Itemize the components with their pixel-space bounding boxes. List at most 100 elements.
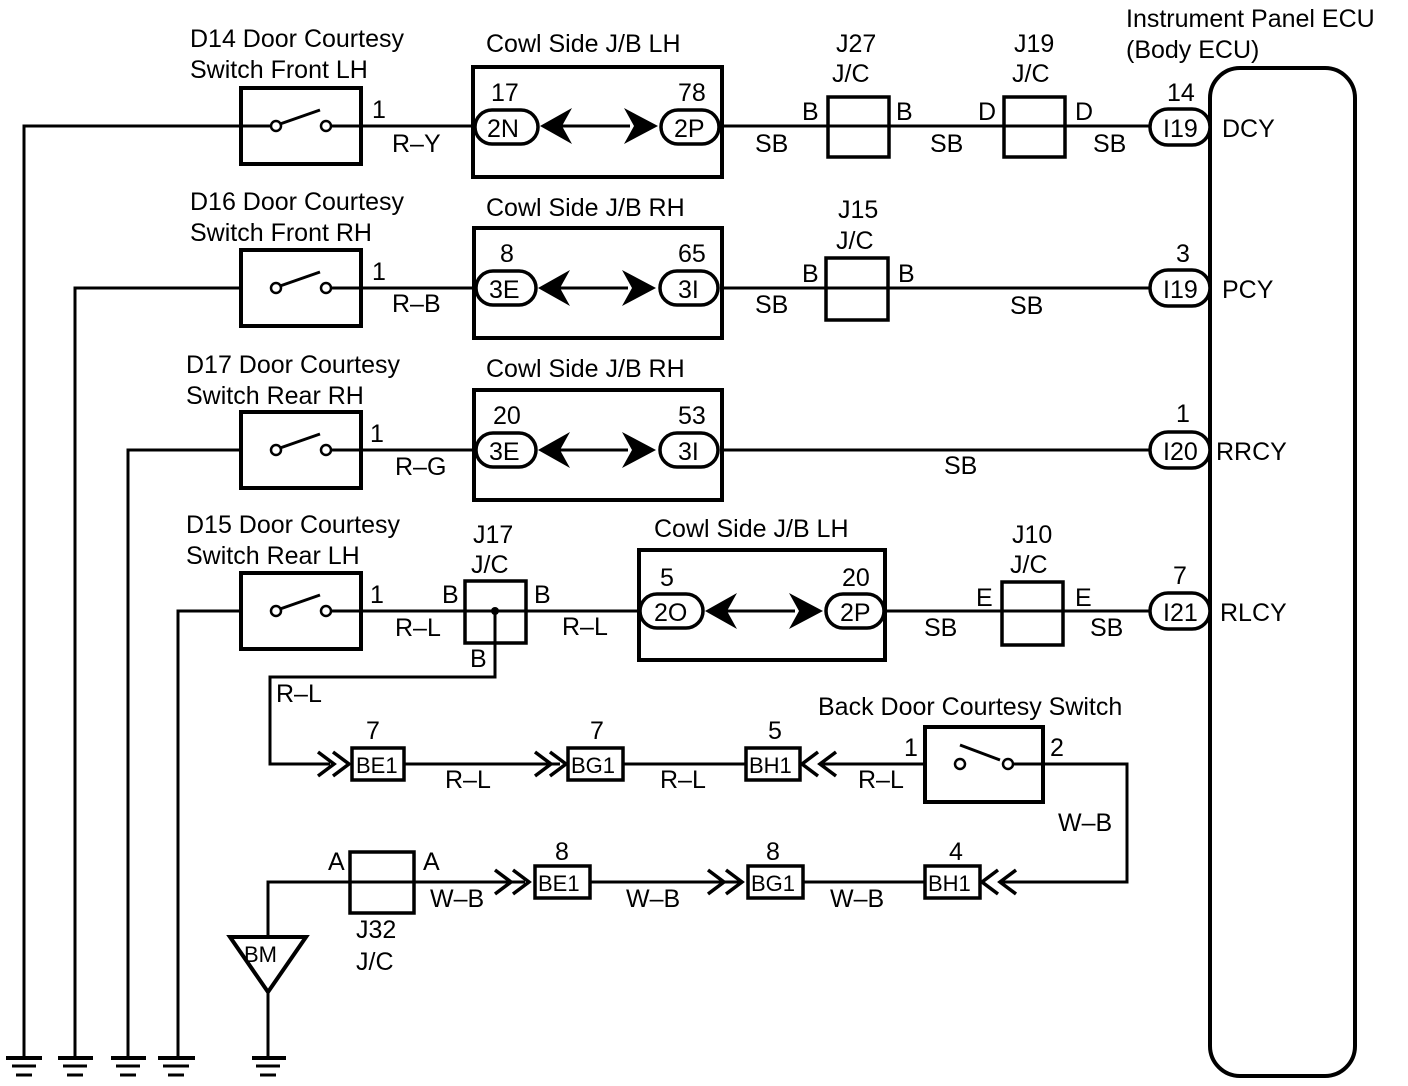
back-door-circuit: 7 BE1 R–L 7 BG1 R–L 5 BH1 R–L Back Door … — [226, 693, 1129, 1058]
connector-chevron-icon — [533, 750, 569, 778]
j32-box — [348, 850, 416, 915]
ecu-signal-rrcy: RRCY — [1216, 438, 1287, 466]
ecu-pin-number: 7 — [1173, 562, 1187, 590]
jb-1-out-conn: 2P — [674, 115, 705, 143]
jb-4-in-connector — [638, 592, 705, 630]
be1-top-label: BE1 — [356, 753, 398, 778]
wire-back-door-return — [1000, 762, 1129, 884]
j15-type: J/C — [836, 227, 874, 255]
jb-2-title: Cowl Side J/B RH — [486, 194, 685, 222]
ecu-title: Instrument Panel ECU — [1126, 5, 1375, 33]
circuit-row-d16: D16 Door Courtesy Switch Front RH 1 R–B … — [73, 188, 1274, 1058]
j19-right-pin: D — [1075, 98, 1093, 126]
bg1-bot-pin: 8 — [766, 838, 780, 866]
connector-chevron-icon — [799, 750, 838, 778]
j17-right-pin: B — [534, 581, 551, 609]
switch-d14-label-2: Switch Front LH — [190, 56, 368, 84]
ecu-body — [1208, 66, 1357, 1078]
jb-1-out-pin: 78 — [678, 79, 706, 107]
ground-icon — [252, 1056, 286, 1077]
j27-type: J/C — [832, 60, 870, 88]
ecu-pin-number: 3 — [1176, 240, 1190, 268]
switch-d17[interactable] — [239, 410, 363, 490]
circuit-row-d17: D17 Door Courtesy Switch Rear RH 1 R–G C… — [126, 351, 1287, 1058]
jb-3-in-pin: 20 — [493, 402, 521, 430]
jb-3-title: Cowl Side J/B RH — [486, 355, 685, 383]
ecu-pin-number: 14 — [1167, 79, 1195, 107]
jb-2-in-connector — [474, 269, 538, 307]
ecu-signal-pcy: PCY — [1222, 276, 1274, 304]
wire-d16-ground — [73, 286, 240, 1058]
wire-color-rl: R–L — [858, 766, 904, 794]
jb-2-in-pin: 8 — [500, 240, 514, 268]
j17-id: J17 — [473, 521, 513, 549]
ecu-connector-label: I21 — [1163, 599, 1198, 627]
j27-id: J27 — [836, 30, 876, 58]
jb-1-title: Cowl Side J/B LH — [486, 30, 681, 58]
j19-left-pin: D — [978, 98, 996, 126]
switch-d14-pin: 1 — [372, 96, 386, 124]
wire-ground-bm — [266, 880, 525, 938]
wire-color-rl: R–L — [660, 766, 706, 794]
j10-id: J10 — [1012, 521, 1052, 549]
wire-color-wb: W–B — [626, 885, 680, 913]
be1-top-pin: 7 — [366, 717, 380, 745]
j32-type: J/C — [356, 948, 394, 976]
ecu-connector-i19[interactable] — [1148, 107, 1212, 147]
ground-point-label: BM — [244, 942, 277, 967]
switch-contact-icon — [269, 443, 283, 457]
switch-d16[interactable] — [239, 248, 363, 328]
switch-d17-label: D17 Door Courtesy — [186, 351, 400, 379]
j19-id: J19 — [1014, 30, 1054, 58]
wire-sb: SB — [1010, 292, 1043, 320]
switch-d16-label-2: Switch Front RH — [190, 219, 372, 247]
back-door-pin-1: 1 — [904, 734, 918, 762]
j27-box — [826, 95, 891, 159]
female-terminal-icon — [540, 108, 572, 144]
wire-sb: SB — [930, 130, 963, 158]
jb-4-out-conn: 2P — [840, 599, 871, 627]
ecu-connector-i19[interactable] — [1148, 268, 1212, 308]
jb-4-out-pin: 20 — [842, 564, 870, 592]
jb-1-in-conn: 2N — [487, 115, 519, 143]
ecu-connector-i20[interactable] — [1148, 430, 1212, 470]
j17-left-pin: B — [442, 581, 459, 609]
bg1-bot-label: BG1 — [751, 871, 795, 896]
male-terminal-icon — [789, 593, 823, 629]
jb-3-out-conn: 3I — [678, 438, 699, 466]
ecu-signal-dcy: DCY — [1222, 115, 1275, 143]
jb-2-out-pin: 65 — [678, 240, 706, 268]
switch-contact-icon — [269, 604, 283, 618]
ground-icon — [58, 1056, 93, 1077]
ground-icon — [6, 1056, 42, 1077]
be1-bot-label: BE1 — [538, 871, 580, 896]
wire-color-rl: R–L — [276, 680, 322, 708]
wire-d17-ground — [126, 448, 240, 1058]
wire-j17-down — [268, 611, 497, 766]
ground-point-bm-icon — [226, 935, 310, 996]
switch-d17-label-2: Switch Rear RH — [186, 382, 364, 410]
be1-bot-pin: 8 — [555, 838, 569, 866]
jb-2-in-conn: 3E — [489, 276, 520, 304]
j15-left-pin: B — [802, 260, 819, 288]
wire-sb: SB — [1093, 130, 1126, 158]
wire-color-wb: W–B — [1058, 809, 1112, 837]
switch-d15[interactable] — [239, 571, 363, 651]
switch-d15-label: D15 Door Courtesy — [186, 511, 400, 539]
wire-sb: SB — [755, 130, 788, 158]
ecu-connector-i21[interactable] — [1148, 591, 1212, 631]
j32-left-pin: A — [328, 848, 345, 876]
jb-1-in-connector — [473, 108, 540, 146]
back-door-switch[interactable] — [923, 725, 1045, 804]
j19-box — [1002, 95, 1067, 159]
bh1-bot-pin: 4 — [949, 838, 963, 866]
j17-type: J/C — [471, 551, 509, 579]
wire-sb: SB — [924, 614, 957, 642]
ground-icon — [158, 1056, 195, 1077]
instrument-panel-ecu: Instrument Panel ECU (Body ECU) — [1126, 5, 1375, 1078]
back-door-pin-2: 2 — [1050, 734, 1064, 762]
switch-d14[interactable] — [239, 86, 363, 166]
wire-d15-ground — [176, 609, 240, 1058]
bg1-top-pin: 7 — [590, 717, 604, 745]
